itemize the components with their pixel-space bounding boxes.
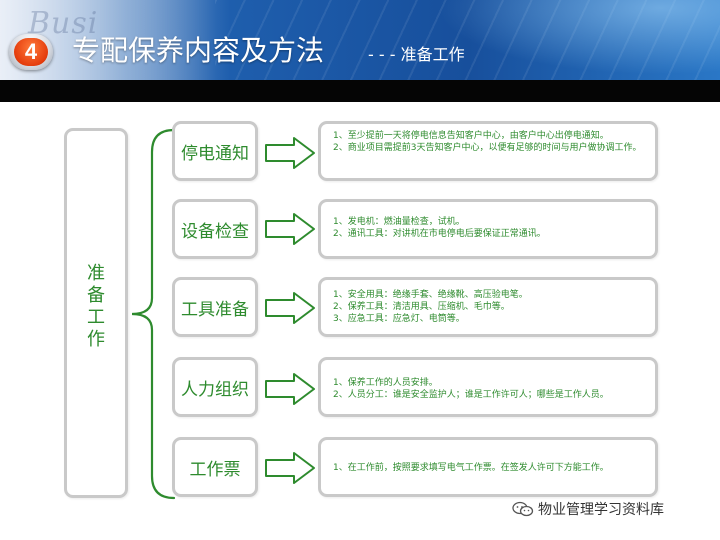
right-arrow-icon (265, 213, 315, 245)
detail-line: 2、商业项目需提前3天告知客户中心，以便有足够的时间与用户做协调工作。 (333, 143, 642, 153)
slide-subtitle: - - - 准备工作 (368, 45, 465, 64)
detail-line: 1、发电机：燃油量检查，试机。 (333, 217, 465, 227)
main-label-char: 作 (87, 329, 105, 350)
detail-line: 3、应急工具：应急灯、电筒等。 (333, 314, 465, 324)
right-arrow-icon (265, 452, 315, 484)
detail-box-staffing: 1、保养工作的人员安排。 2、人员分工：谁是安全监护人；谁是工作许可人；哪些是工… (318, 357, 658, 417)
category-box-tool-prep: 工具准备 (172, 277, 258, 337)
detail-line: 2、保养工具：清洁用具、压缩机、毛巾等。 (333, 302, 510, 312)
slide-header: Busi (0, 0, 720, 80)
footer-text: 物业管理学习资料库 (538, 502, 664, 518)
green-brace (131, 128, 176, 500)
main-category-label: 准 备 工 作 (67, 263, 125, 351)
category-label: 设备检查 (181, 221, 249, 242)
category-label: 停电通知 (181, 143, 249, 164)
right-arrow-icon (265, 292, 315, 324)
right-arrow-icon (265, 137, 315, 169)
category-box-power-notice: 停电通知 (172, 121, 258, 181)
category-label: 工具准备 (181, 299, 249, 320)
section-number: 4 (14, 38, 48, 66)
main-label-char: 备 (87, 285, 105, 306)
detail-box-equipment-check: 1、发电机：燃油量检查，试机。 2、通讯工具：对讲机在市电停电后要保证正常通讯。 (318, 199, 658, 259)
footer-watermark: 物业管理学习资料库 (512, 498, 664, 520)
category-label: 工作票 (189, 459, 241, 480)
detail-line: 1、安全用具：绝缘手套、绝缘靴、高压验电笔。 (333, 290, 528, 300)
main-label-char: 工 (87, 307, 105, 328)
category-box-staffing: 人力组织 (172, 357, 258, 417)
detail-box-tool-prep: 1、安全用具：绝缘手套、绝缘靴、高压验电笔。 2、保养工具：清洁用具、压缩机、毛… (318, 277, 658, 337)
detail-box-power-notice: 1、至少提前一天将停电信息告知客户中心，由客户中心出停电通知。 2、商业项目需提… (318, 121, 658, 181)
header-glow (420, 0, 720, 80)
section-number-badge: 4 (9, 34, 53, 70)
category-box-equipment-check: 设备检查 (172, 199, 258, 259)
slide-title: 专配保养内容及方法 (72, 34, 325, 67)
category-box-work-ticket: 工作票 (172, 437, 258, 497)
main-category-box: 准 备 工 作 (64, 128, 128, 498)
category-label: 人力组织 (181, 379, 249, 400)
header-divider-bar (0, 80, 720, 102)
right-arrow-icon (265, 373, 315, 405)
wechat-icon (512, 501, 534, 517)
detail-line: 1、在工作前，按照要求填写电气工作票。在签发人许可下方能工作。 (333, 463, 609, 473)
detail-line: 2、通讯工具：对讲机在市电停电后要保证正常通讯。 (333, 229, 546, 239)
detail-line: 2、人员分工：谁是安全监护人；谁是工作许可人；哪些是工作人员。 (333, 390, 609, 400)
detail-box-work-ticket: 1、在工作前，按照要求填写电气工作票。在签发人许可下方能工作。 (318, 437, 658, 497)
detail-line: 1、保养工作的人员安排。 (333, 378, 438, 388)
main-label-char: 准 (87, 263, 105, 284)
detail-line: 1、至少提前一天将停电信息告知客户中心，由客户中心出停电通知。 (333, 131, 609, 141)
